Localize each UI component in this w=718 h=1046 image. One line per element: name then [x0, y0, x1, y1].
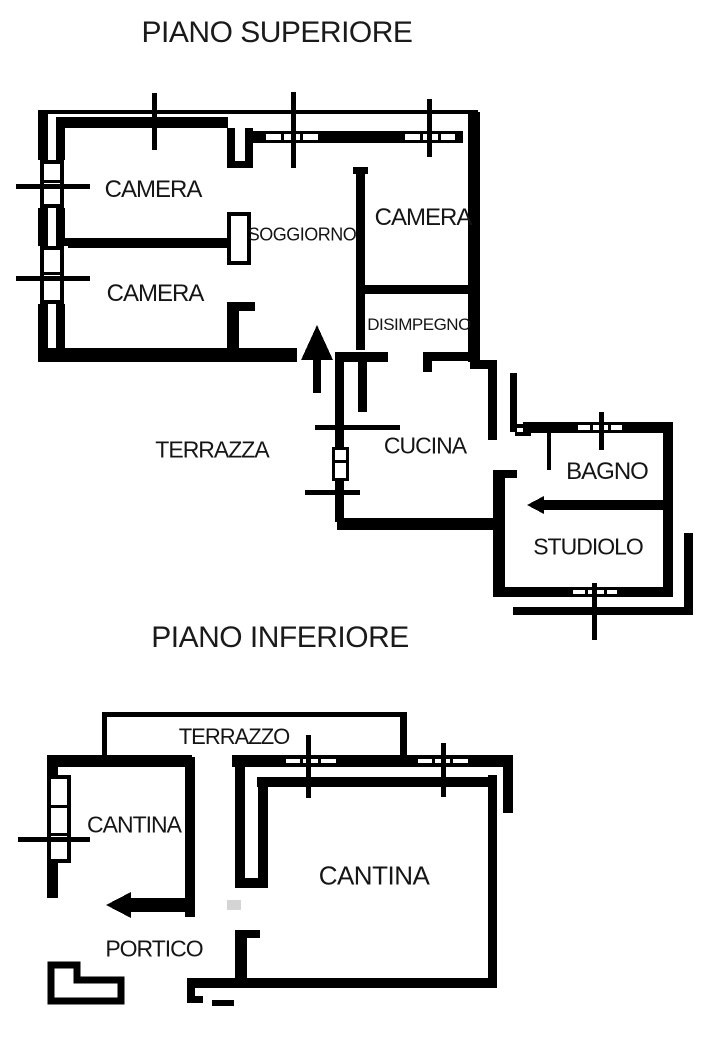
lower-floor-walls: [47, 712, 513, 1006]
window-symbol: [573, 583, 617, 640]
room-label-camera-bottom-left: CAMERA: [106, 280, 205, 307]
window-symbol: [286, 735, 336, 798]
room-label-disimpegno: DISIMPEGNO: [367, 315, 471, 334]
upper-floor-doors: [227, 212, 551, 514]
door-leaf-symbol: [547, 433, 551, 470]
room-label-portico: PORTICO: [105, 935, 203, 962]
room-label-soggiorno: SOGGIORNO: [247, 224, 357, 245]
window-symbol: [405, 99, 455, 157]
room-label-camera-right: CAMERA: [374, 204, 473, 231]
room-label-terrazza: TERRAZZA: [155, 436, 269, 463]
cantina-door-arrow-icon: [106, 892, 188, 918]
lower-floor-title: PIANO INFERIORE: [151, 621, 409, 654]
room-label-studiolo: STUDIOLO: [533, 533, 644, 560]
room-label-camera-top-left: CAMERA: [104, 176, 203, 203]
window-symbol: [305, 425, 400, 495]
room-label-terrazzo: TERRAZZO: [178, 724, 291, 749]
portico-step-outline: [47, 961, 125, 1005]
upper-floor-windows: [16, 92, 622, 640]
door-leaf-symbol: [227, 212, 251, 265]
upper-floor-title: PIANO SUPERIORE: [141, 16, 413, 49]
stairs-up-arrow-icon: [301, 325, 333, 393]
room-label-cantina-large: CANTINA: [318, 860, 430, 891]
lower-floor-windows: [18, 735, 468, 863]
window-symbol: [18, 775, 90, 863]
window-symbol: [418, 743, 468, 797]
room-label-cucina: CUCINA: [383, 432, 467, 459]
upper-floor-walls: [38, 93, 693, 615]
room-label-cantina-small: CANTINA: [87, 811, 182, 838]
window-symbol: [578, 412, 622, 450]
room-label-bagno: BAGNO: [566, 458, 649, 485]
window-symbol: [16, 160, 90, 208]
door-direction-arrow-icon: [527, 496, 544, 514]
window-symbol: [266, 92, 318, 168]
window-symbol: [16, 246, 90, 304]
scan-smudge: [227, 900, 241, 910]
